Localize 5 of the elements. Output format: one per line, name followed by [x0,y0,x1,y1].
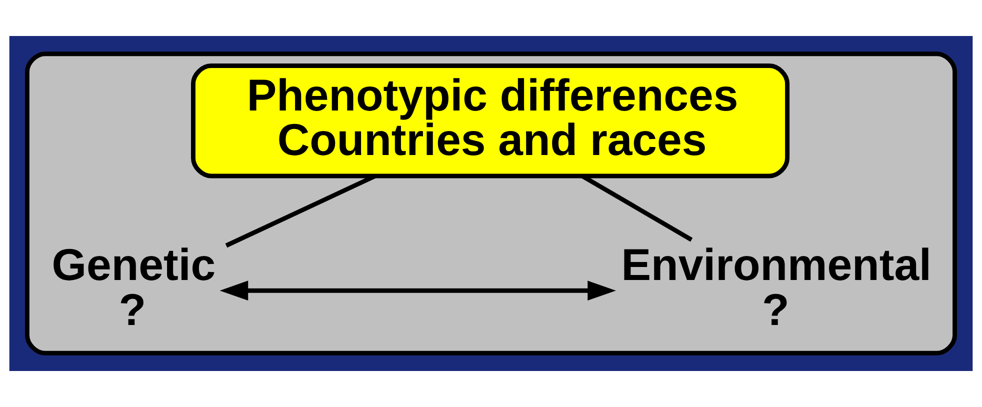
arrow [220,280,616,301]
cluster [24,52,958,356]
node-text: Environmental ? [621,241,932,335]
node-text: Genetic ? [52,241,216,335]
node-box: Phenotypic differences Countries and races [190,64,790,178]
